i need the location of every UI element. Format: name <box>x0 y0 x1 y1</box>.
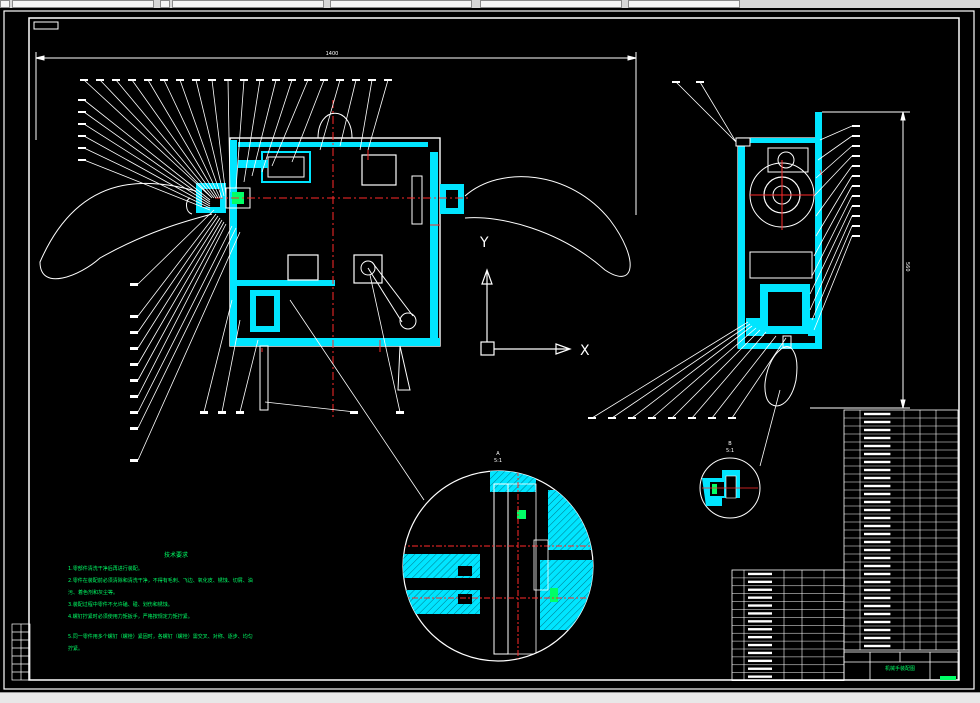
table-cell-mark <box>748 572 772 576</box>
table-cell-mark <box>864 428 891 432</box>
table-cell-mark <box>864 564 891 568</box>
overall-dimension <box>35 52 637 215</box>
detail-b-view <box>699 457 761 519</box>
height-dimension-label: 560 <box>904 262 910 272</box>
table-cell-mark <box>748 580 772 584</box>
detail-a-letter: A <box>496 451 500 457</box>
table-cell-mark <box>864 548 891 552</box>
parts-list-table-lower <box>731 569 845 681</box>
detail-b-letter: B <box>728 441 732 447</box>
table-cell-mark <box>748 667 772 670</box>
housing-shelf <box>230 280 335 286</box>
leader-lines-side <box>591 81 853 467</box>
table-cell-mark <box>864 572 891 576</box>
housing-base <box>230 338 440 346</box>
table-cell-mark <box>748 612 772 615</box>
table-cell-mark <box>864 460 891 464</box>
housing-wall-left <box>230 140 237 345</box>
tech-line: 污、着色剂和灰尘等。 <box>68 589 118 596</box>
side-view-dimension <box>810 111 910 409</box>
table-cell-mark <box>748 596 772 599</box>
toolbar-field[interactable] <box>172 0 324 8</box>
table-cell-mark <box>864 644 891 648</box>
table-cell-mark <box>748 659 772 663</box>
toolbar-field[interactable] <box>480 0 622 8</box>
table-cell-mark <box>748 635 772 639</box>
technical-requirements: 技术要求 1.零部件清洗干净后再进行装配。 2.零件在装配前必须清除和清洗干净，… <box>68 551 253 652</box>
side-revision-table <box>11 623 31 681</box>
table-cell-mark <box>864 612 891 616</box>
tech-line: 1.零部件清洗干净后再进行装配。 <box>68 565 143 572</box>
table-cell-mark <box>864 628 891 632</box>
balloon-flags-left <box>78 99 404 462</box>
drawing-number-box <box>33 21 59 30</box>
table-cell-mark <box>864 508 891 512</box>
tech-line: 2.零件在装配前必须清除和清洗干净，不得有毛刺、飞边、氧化皮、锈蚀、切屑、油 <box>68 577 253 584</box>
table-cell-mark <box>864 452 891 456</box>
detail-b-scale: 5:1 <box>726 448 734 454</box>
title-block-name: 机械手装配图 <box>885 665 915 672</box>
leader-lines-left <box>83 79 425 501</box>
status-bar <box>0 692 980 703</box>
toolbar-field[interactable] <box>12 0 154 8</box>
table-cell-mark <box>864 604 891 608</box>
table-cell-mark <box>864 516 891 520</box>
sheet-border <box>3 10 975 690</box>
table-cell-mark <box>864 436 891 440</box>
table-cell-mark <box>864 484 891 488</box>
tech-title: 技术要求 <box>164 551 188 559</box>
side-view <box>735 112 823 407</box>
table-cell-mark <box>864 540 891 544</box>
table-cell-mark <box>864 476 891 480</box>
axis-y-label: Y <box>479 235 489 251</box>
left-jaw-outline <box>39 182 213 280</box>
axis-x-label: X <box>580 343 590 359</box>
right-jaw-outline <box>464 176 631 277</box>
table-cell-mark <box>748 643 772 647</box>
housing-wall-right <box>430 152 438 338</box>
table-cell-mark <box>748 675 772 678</box>
table-cell-mark <box>748 620 772 623</box>
toolbar-field[interactable] <box>0 0 10 8</box>
table-cell-mark <box>864 556 891 560</box>
table-cell-mark <box>864 588 891 592</box>
table-cell-mark <box>748 588 772 591</box>
toolbar <box>0 0 980 8</box>
balloon-flags-side <box>588 81 860 419</box>
overall-dimension-label: 1400 <box>326 51 339 57</box>
tech-line: 3.装配过程中零件不允许磕、碰、划伤和锈蚀。 <box>68 601 173 608</box>
table-cell-mark <box>864 492 891 496</box>
table-cell-mark <box>748 604 772 607</box>
frame-border <box>28 17 960 681</box>
toolbar-field[interactable] <box>160 0 170 8</box>
toolbar-field[interactable] <box>628 0 740 8</box>
table-cell-mark <box>864 532 891 536</box>
toolbar-field[interactable] <box>330 0 472 8</box>
title-block <box>843 651 959 681</box>
table-cell-mark <box>864 620 891 624</box>
detail-a-view <box>402 470 594 662</box>
table-cell-mark <box>864 500 891 504</box>
table-cell-mark <box>864 636 891 640</box>
table-cell-mark <box>864 444 891 448</box>
table-cell-mark <box>864 468 891 472</box>
detail-a-scale: 5:1 <box>494 458 502 464</box>
table-cell-mark <box>864 580 891 584</box>
table-cell-mark <box>748 651 772 655</box>
table-cell-mark <box>864 524 891 528</box>
tech-line: 拧紧。 <box>68 645 83 652</box>
table-cell-mark <box>864 596 891 600</box>
table-cell-mark <box>864 412 891 416</box>
table-cell-mark <box>748 628 772 631</box>
tech-line: 4.螺钉拧紧时必须使用力矩扳手，严格按规定力矩拧紧。 <box>68 613 193 620</box>
table-cell-mark <box>864 420 891 424</box>
balloon-flags-top <box>80 79 392 81</box>
tech-line: 5.同一零件用多个螺钉（螺栓）紧固时，各螺钉（螺栓）需交叉、对称、逐步、均匀 <box>68 633 253 640</box>
front-view <box>39 100 631 420</box>
ucs-axis-icon <box>480 268 572 356</box>
cad-drawing-canvas[interactable]: 1400 <box>0 8 980 692</box>
parts-list-table <box>843 409 959 651</box>
